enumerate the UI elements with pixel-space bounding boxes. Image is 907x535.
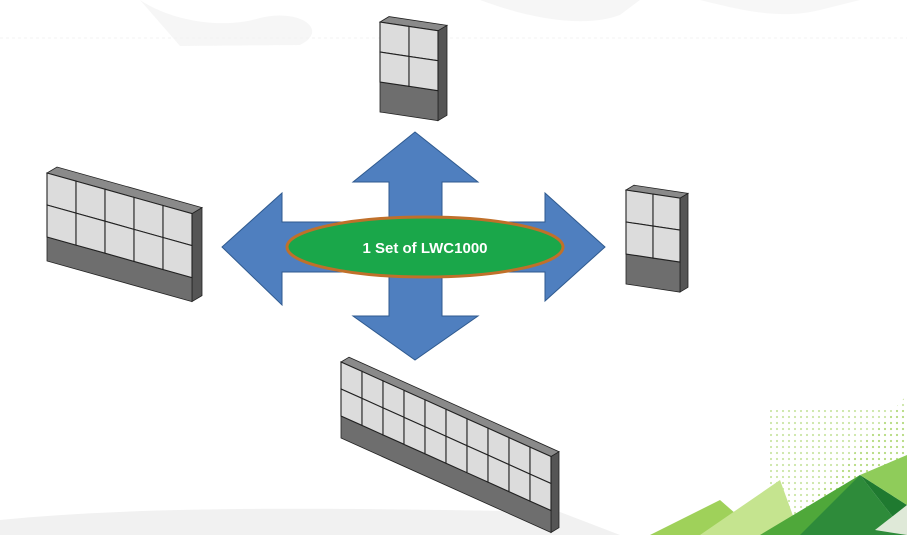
video-wall-top	[378, 16, 449, 122]
hub-label: 1 Set of LWC1000	[362, 240, 487, 257]
background-map	[0, 0, 907, 46]
decor-triangles	[650, 395, 907, 535]
hub-ellipse	[285, 215, 565, 279]
video-wall-left	[45, 166, 204, 303]
hub: 1 Set of LWC1000	[285, 215, 565, 279]
video-wall-bottom	[340, 356, 560, 534]
video-wall-right	[624, 184, 690, 293]
background-swoosh	[0, 508, 620, 535]
